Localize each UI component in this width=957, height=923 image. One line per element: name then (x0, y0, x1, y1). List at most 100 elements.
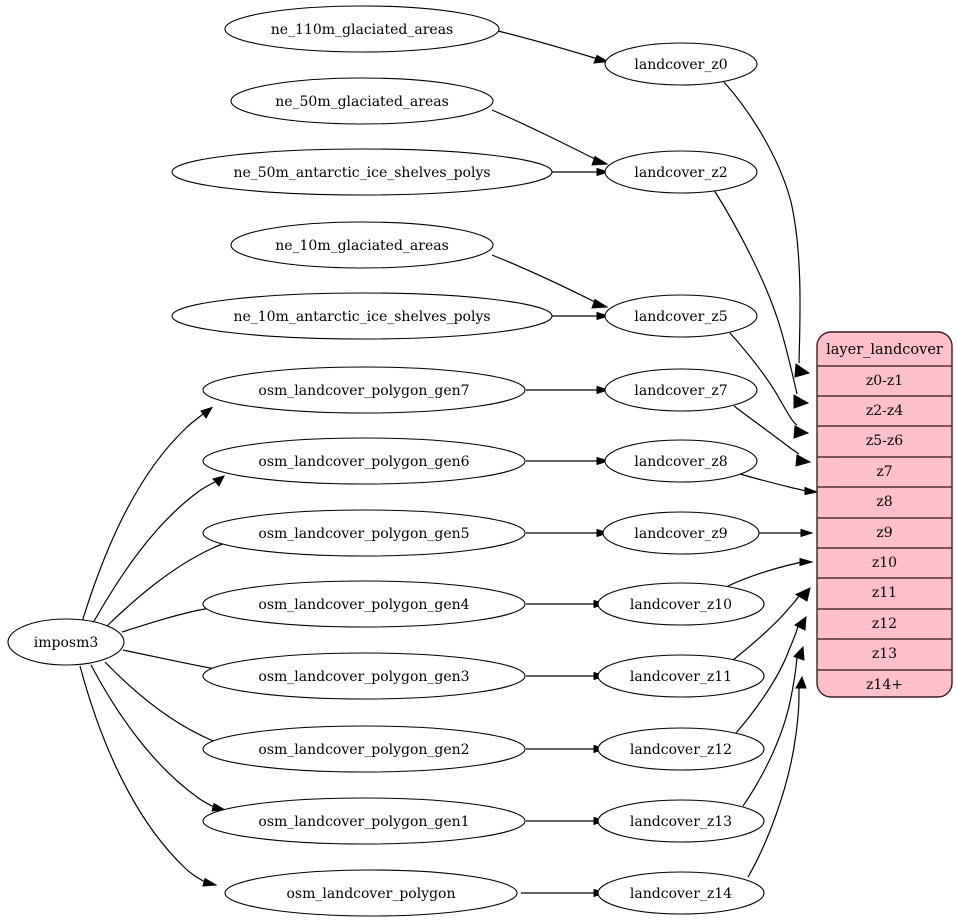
node-shape[interactable] (604, 42, 758, 86)
edge-gen2-to-z12 (526, 744, 607, 754)
node-shape[interactable] (7, 618, 125, 666)
node-landcover-z13[interactable]: landcover_z13 (597, 799, 765, 843)
node-imposm3[interactable]: imposm3 (7, 618, 125, 666)
node-osm-landcover-polygon-gen2[interactable]: osm_landcover_polygon_gen2 (202, 725, 526, 773)
node-landcover-z8[interactable]: landcover_z8 (604, 439, 758, 483)
node-landcover-z2[interactable]: landcover_z2 (604, 150, 758, 194)
node-shape[interactable] (604, 439, 758, 483)
node-ne-10m-glaciated-areas[interactable]: ne_10m_glaciated_areas (230, 221, 494, 269)
node-label: landcover_z5 (634, 309, 727, 325)
node-landcover-z12[interactable]: landcover_z12 (597, 727, 765, 771)
node-label: landcover_z13 (630, 814, 732, 830)
edge-gen6-to-z8 (526, 456, 610, 466)
node-label: landcover_z11 (630, 669, 732, 685)
node-label: osm_landcover_polygon_gen2 (258, 742, 469, 758)
table-row-z14-plus[interactable]: z14+ (866, 677, 903, 693)
node-shape[interactable] (230, 221, 494, 269)
node-landcover-z9[interactable]: landcover_z9 (602, 511, 760, 555)
table-row-z13[interactable]: z13 (872, 646, 897, 662)
edge-z9-to-row-z9 (759, 528, 814, 538)
node-shape[interactable] (224, 869, 518, 917)
node-landcover-z7[interactable]: landcover_z7 (604, 368, 758, 412)
table-row-z12[interactable]: z12 (872, 616, 897, 632)
node-shape[interactable] (597, 727, 765, 771)
node-label: osm_landcover_polygon_gen5 (258, 526, 469, 542)
node-osm-landcover-polygon-gen6[interactable]: osm_landcover_polygon_gen6 (202, 437, 526, 485)
node-label: osm_landcover_polygon_gen6 (258, 454, 469, 470)
node-shape[interactable] (202, 580, 526, 628)
layer-landcover-table[interactable]: layer_landcover z0-z1 z2-z4 z5-z6 z7 z8 … (816, 331, 953, 698)
table-row-label: z10 (872, 555, 897, 571)
edge-z11-to-row-z11 (732, 587, 811, 661)
table-row-z10[interactable]: z10 (872, 555, 897, 571)
node-shape[interactable] (202, 509, 526, 557)
node-osm-landcover-polygon[interactable]: osm_landcover_polygon (224, 869, 518, 917)
table-row-z0-z1[interactable]: z0-z1 (866, 373, 903, 389)
node-ne-50m-glaciated-areas[interactable]: ne_50m_glaciated_areas (230, 77, 494, 125)
node-label: ne_10m_glaciated_areas (275, 238, 449, 254)
node-shape[interactable] (602, 511, 760, 555)
node-label: landcover_z0 (634, 57, 727, 73)
edge-imposm3-to-gen6 (92, 475, 225, 624)
node-label: landcover_z7 (634, 383, 727, 399)
node-osm-landcover-polygon-gen4[interactable]: osm_landcover_polygon_gen4 (202, 580, 526, 628)
edge-gen3-to-z11 (526, 671, 607, 681)
node-shape[interactable] (597, 799, 765, 843)
node-shape[interactable] (597, 582, 765, 626)
node-ne-10m-antarctic-ice-shelves-polys[interactable]: ne_10m_antarctic_ice_shelves_polys (171, 292, 553, 340)
node-shape[interactable] (171, 148, 553, 196)
edge-z12-to-row-z12 (735, 615, 807, 734)
table-row-label: z11 (872, 585, 897, 601)
node-shape[interactable] (597, 654, 765, 698)
node-shape[interactable] (171, 292, 553, 340)
node-shape[interactable] (230, 77, 494, 125)
table-row-z9[interactable]: z9 (876, 525, 892, 541)
node-landcover-z10[interactable]: landcover_z10 (597, 582, 765, 626)
node-shape[interactable] (202, 437, 526, 485)
table-row-label: z7 (876, 464, 892, 480)
node-label: landcover_z10 (630, 597, 732, 613)
node-shape[interactable] (202, 797, 526, 845)
node-shape[interactable] (202, 652, 526, 700)
table-row-label: z8 (876, 494, 892, 510)
node-shape[interactable] (202, 366, 526, 414)
edge-z14-to-row-z14 (747, 675, 807, 878)
node-label: osm_landcover_polygon_gen4 (258, 597, 469, 613)
edge-z2-to-row-z2z4 (713, 189, 810, 409)
node-landcover-z11[interactable]: landcover_z11 (597, 654, 765, 698)
table-row-z8[interactable]: z8 (876, 494, 892, 510)
node-landcover-z14[interactable]: landcover_z14 (597, 871, 765, 915)
node-label: imposm3 (34, 635, 99, 651)
node-shape[interactable] (604, 294, 758, 338)
node-osm-landcover-polygon-gen3[interactable]: osm_landcover_polygon_gen3 (202, 652, 526, 700)
table-row-label: z9 (876, 525, 892, 541)
node-shape[interactable] (224, 5, 500, 53)
edge-z10-to-row-z10 (725, 557, 814, 588)
table-row-z7[interactable]: z7 (876, 464, 892, 480)
table-row-label: z5-z6 (866, 433, 903, 449)
node-shape[interactable] (604, 150, 758, 194)
table-title: layer_landcover (826, 342, 943, 358)
edge-z0-to-row-z0z1 (723, 81, 811, 378)
table-row-z5-z6[interactable]: z5-z6 (866, 433, 903, 449)
node-label: osm_landcover_polygon_gen7 (258, 383, 469, 399)
node-shape[interactable] (202, 725, 526, 773)
table-row-z2-z4[interactable]: z2-z4 (866, 403, 903, 419)
node-landcover-z5[interactable]: landcover_z5 (604, 294, 758, 338)
node-label: ne_50m_glaciated_areas (275, 94, 449, 110)
node-landcover-z0[interactable]: landcover_z0 (604, 42, 758, 86)
node-ne-110m-glaciated-areas[interactable]: ne_110m_glaciated_areas (224, 5, 500, 53)
node-ne-50m-antarctic-ice-shelves-polys[interactable]: ne_50m_antarctic_ice_shelves_polys (171, 148, 553, 196)
table-row-label: z0-z1 (866, 373, 903, 389)
node-osm-landcover-polygon-gen5[interactable]: osm_landcover_polygon_gen5 (202, 509, 526, 557)
edge-z13-to-row-z13 (742, 645, 805, 807)
node-shape[interactable] (604, 368, 758, 412)
table-row-z11[interactable]: z11 (872, 585, 897, 601)
node-osm-landcover-polygon-gen1[interactable]: osm_landcover_polygon_gen1 (202, 797, 526, 845)
edge-ne10m-glaciated-to-z5 (491, 254, 609, 309)
edge-imposm3-to-polygon (79, 665, 218, 887)
node-osm-landcover-polygon-gen7[interactable]: osm_landcover_polygon_gen7 (202, 366, 526, 414)
edge-ne50m-antarctic-to-z2 (550, 167, 610, 177)
table-row-label: z13 (872, 646, 897, 662)
node-shape[interactable] (597, 871, 765, 915)
